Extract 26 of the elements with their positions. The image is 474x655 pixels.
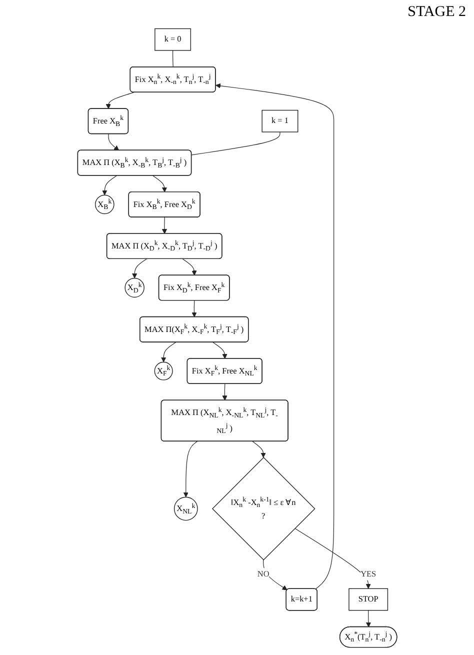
diagram-title: STAGE 2 [408,4,466,21]
connector [191,132,280,156]
arrow [160,342,176,362]
edge-label: YES [360,570,376,579]
arrow [152,175,167,192]
edge-label: NO [257,570,269,579]
arrow [294,528,371,589]
arrow [183,441,198,498]
arrow [105,92,134,110]
node-diamond: ‖X$_{n}$$^{k}$ -X$_{n}$$^{k-1}$‖ ≤ ε ∀n ? [212,457,315,560]
arrow [212,342,228,359]
arrow [102,175,117,196]
connector [172,50,174,68]
arrow [215,83,334,590]
node-box: k = 0 [154,28,191,51]
node-box: STOP [348,588,388,611]
arrow [162,217,167,234]
arrow [182,258,197,276]
arrow [132,258,147,278]
arrow [191,300,197,318]
arrow [222,384,228,401]
arrow [108,134,119,151]
arrow [252,441,266,458]
arrow [366,610,371,628]
arrow [262,560,288,590]
node-box: k = 1 [261,110,298,132]
